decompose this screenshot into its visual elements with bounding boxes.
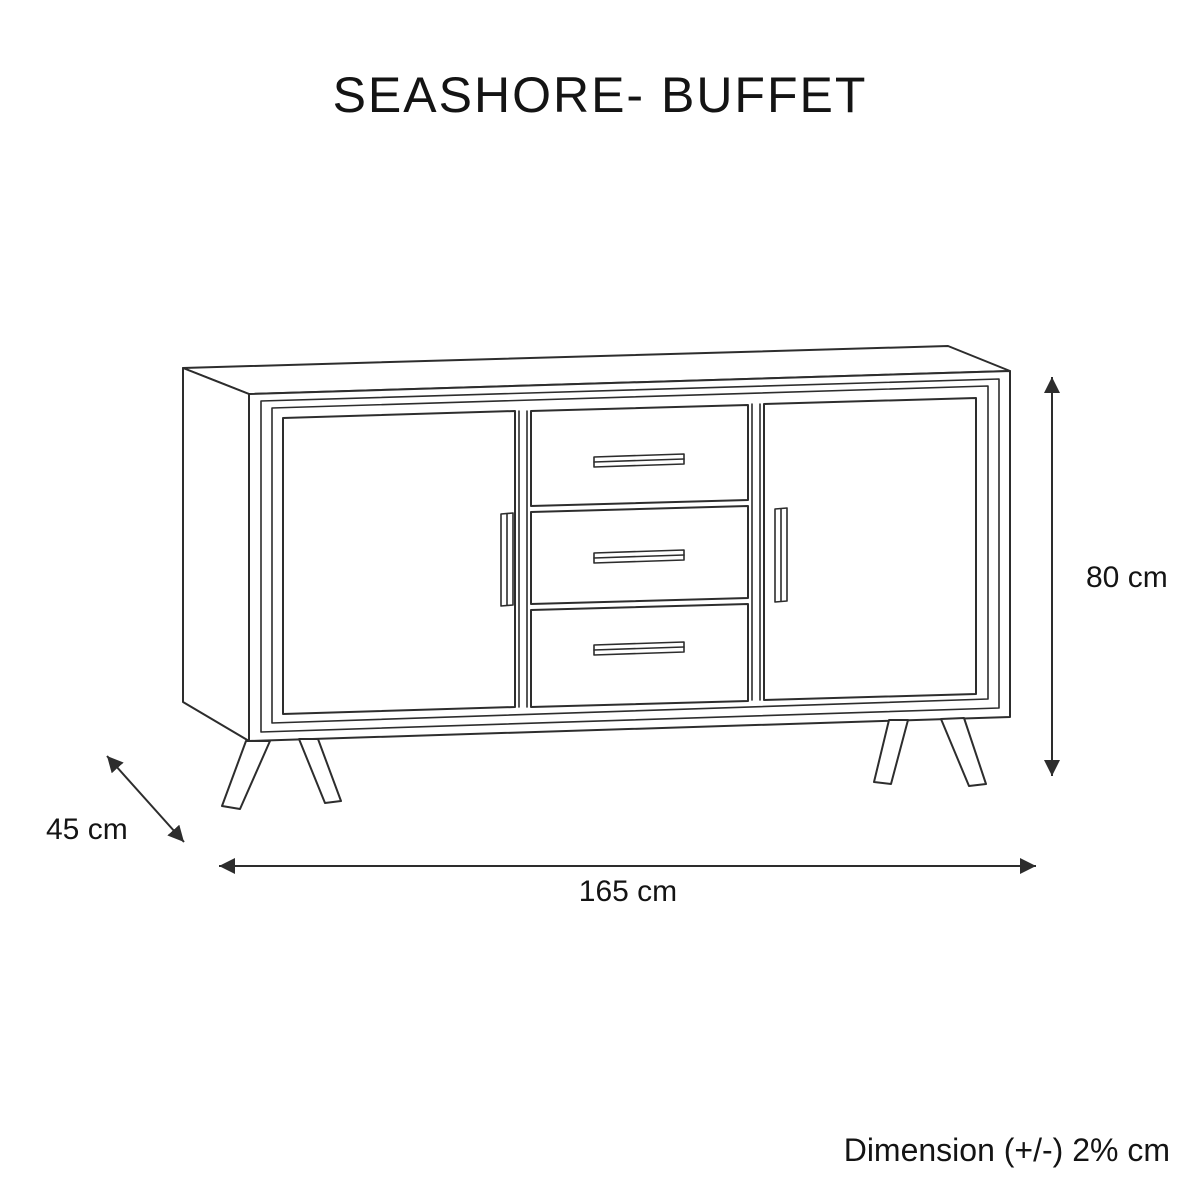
rear-left-leg <box>298 738 342 804</box>
left-door <box>282 410 516 715</box>
depth-dimension-line <box>106 755 185 843</box>
tolerance-note: Dimension (+/-) 2% cm <box>844 1132 1170 1168</box>
drawer-handle-detail <box>593 458 685 463</box>
drawer-handle-detail <box>593 646 685 651</box>
right-door <box>763 397 977 701</box>
diagram-labels: SEASHORE- BUFFET 80 cm 165 cm 45 cm Dime… <box>46 67 1170 1168</box>
dimension-lines <box>106 377 1060 874</box>
width-dimension-label: 165 cm <box>579 875 677 908</box>
page-title: SEASHORE- BUFFET <box>333 67 868 123</box>
cabinet-drawing <box>182 345 1011 810</box>
rear-right-leg <box>873 719 909 785</box>
drawer-bottom <box>530 603 749 708</box>
drawer-handle-detail <box>593 554 685 559</box>
cabinet-left-side <box>182 367 250 742</box>
depth-dimension-label: 45 cm <box>46 813 128 846</box>
height-dimension-label: 80 cm <box>1086 561 1168 594</box>
front-frame-inner <box>271 385 989 724</box>
front-right-leg <box>940 717 987 787</box>
front-frame-outer <box>260 378 1000 733</box>
front-left-leg <box>221 740 271 810</box>
